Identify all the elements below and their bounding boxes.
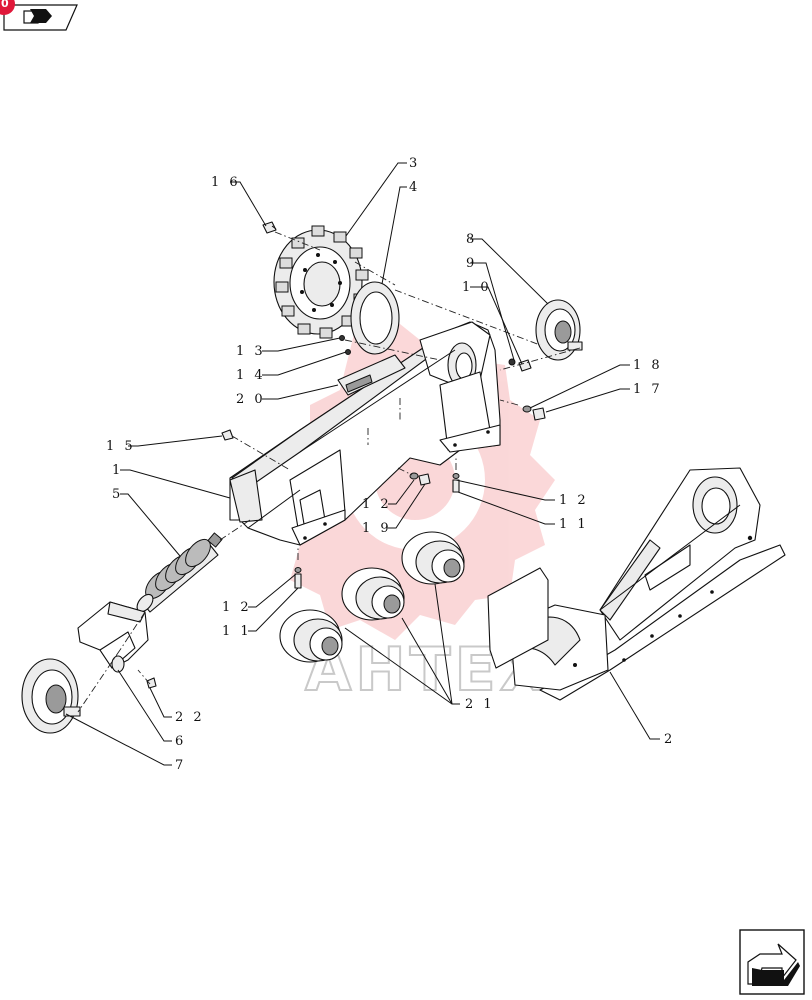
- assembly-centerlines: [77, 231, 581, 713]
- part-4-ring: [350, 281, 400, 355]
- callout-22: 2 2: [175, 710, 205, 725]
- part-7-front-idler: [21, 658, 81, 734]
- folder-arrow-icon: [0, 0, 78, 31]
- callout-21: 2 1: [465, 697, 495, 712]
- next-page-button[interactable]: [738, 928, 806, 996]
- part-8-idler: [535, 299, 583, 361]
- part-6-yoke: [77, 601, 149, 673]
- part-21-roller-right: [401, 531, 465, 585]
- callout-12-right: 1 2: [559, 493, 589, 508]
- callout-11-lower: 1 1: [222, 624, 252, 639]
- callout-8: 8: [466, 232, 477, 247]
- back-to-index-button[interactable]: 0: [0, 0, 80, 32]
- callout-5: 5: [112, 487, 123, 502]
- part-21-roller-middle: [341, 567, 405, 621]
- part-22-bolt: [146, 677, 157, 689]
- callout-4: 4: [409, 180, 420, 195]
- part-1-track-frame: [229, 321, 501, 546]
- callout-17: 1 7: [633, 382, 663, 397]
- callout-leaders: [65, 162, 660, 766]
- callout-11-right: 1 1: [559, 517, 589, 532]
- part-21-roller-left: [279, 609, 343, 663]
- callout-18: 1 8: [633, 358, 663, 373]
- callout-7: 7: [175, 758, 186, 773]
- callout-9: 9: [466, 256, 477, 271]
- callout-20: 2 0: [236, 392, 266, 407]
- part-11-12-19-bolts: [294, 472, 460, 589]
- part-17-18-bolts: [522, 405, 546, 421]
- part-16-bolt: [262, 221, 277, 234]
- callout-10: 1 0: [462, 280, 492, 295]
- back-badge: 0: [1, 0, 9, 10]
- callout-labels: 1 6 3 4 8 9 1 0 1 3 1 4 2 0 1 8 1 7 1 5 …: [106, 156, 675, 773]
- callout-13: 1 3: [236, 344, 266, 359]
- callout-3: 3: [409, 156, 420, 171]
- callout-1: 1: [112, 463, 123, 478]
- next-page-arrow-icon: [739, 929, 805, 995]
- callout-16: 1 6: [211, 175, 241, 190]
- callout-2: 2: [664, 732, 675, 747]
- callout-6: 6: [175, 734, 186, 749]
- part-15-bolt: [221, 429, 234, 441]
- callout-15: 1 5: [106, 439, 136, 454]
- callout-19: 1 9: [362, 521, 392, 536]
- part-9-10-bolts: [508, 358, 532, 372]
- callout-14: 1 4: [236, 368, 266, 383]
- part-5-recoil-spring: [136, 532, 223, 613]
- part-13-14-bolts: [339, 335, 351, 355]
- part-2-track-frame: [487, 467, 786, 701]
- callout-12-upper: 1 2: [362, 497, 392, 512]
- callout-12-lower: 1 2: [222, 600, 252, 615]
